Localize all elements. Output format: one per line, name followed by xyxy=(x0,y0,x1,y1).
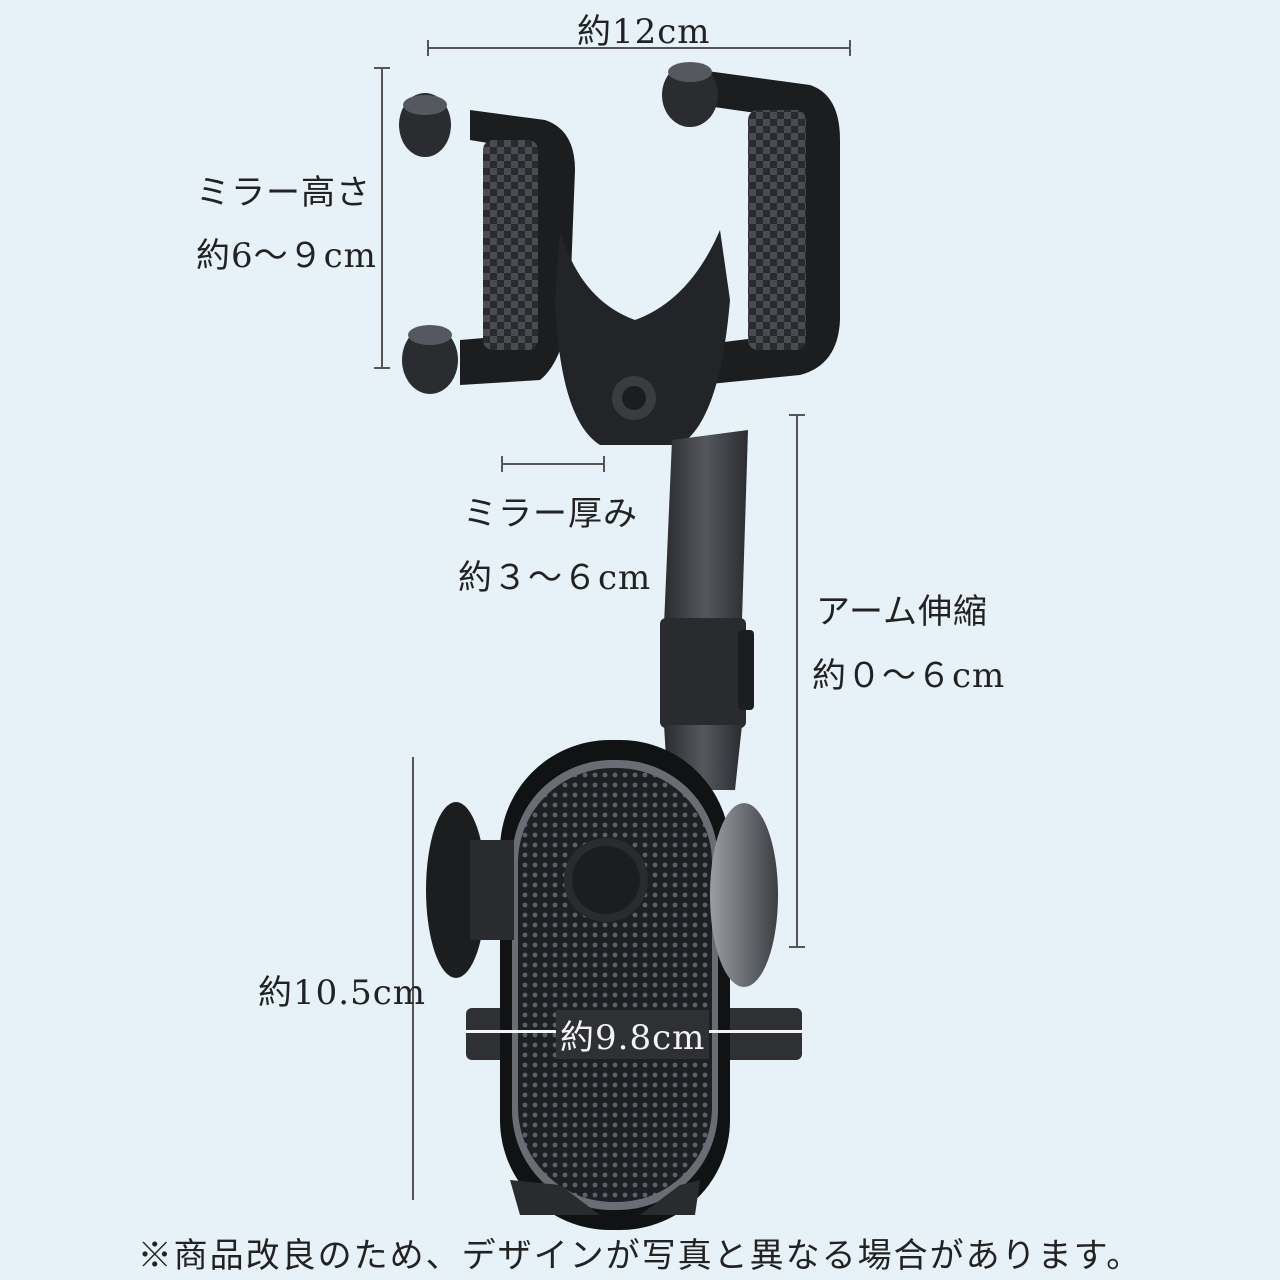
mirror-height-dimension-line xyxy=(381,68,383,368)
arm-tick-top xyxy=(789,414,805,416)
mirror-clamp-left xyxy=(399,93,575,394)
width-dimension-line xyxy=(428,47,850,49)
arm-tick-bottom xyxy=(789,946,805,948)
clamp-yoke xyxy=(555,230,730,445)
holder-width-label: 約9.8cm xyxy=(556,1010,710,1059)
mirror-thickness-title: ミラー厚み xyxy=(463,494,638,534)
mirror-thickness-dimension-line xyxy=(502,463,604,465)
holder-height-label: 約10.5cm xyxy=(258,973,426,1013)
width-dimension-tick-left xyxy=(427,40,429,56)
disclaimer-footnote: ※商品改良のため、デザインが写真と異なる場合があります。 xyxy=(137,1236,1143,1276)
mirror-height-title: ミラー高さ xyxy=(196,173,371,213)
telescopic-arm xyxy=(660,430,754,790)
holder-height-dimension-line xyxy=(412,757,414,1200)
mirror-thickness-value: 約３～６cm xyxy=(458,558,652,598)
mirror-thickness-tick-right xyxy=(603,456,605,472)
arm-dimension-line xyxy=(796,415,798,947)
mirror-thickness-tick-left xyxy=(501,456,503,472)
arm-value: 約０～６cm xyxy=(812,656,1006,696)
arm-title: アーム伸縮 xyxy=(816,592,988,632)
mirror-height-tick-top xyxy=(374,67,390,69)
width-label: 約12cm xyxy=(577,12,711,52)
mirror-height-tick-bottom xyxy=(374,367,390,369)
phone-holder xyxy=(426,740,802,1230)
mirror-height-value: 約6～９cm xyxy=(196,236,377,276)
width-dimension-tick-right xyxy=(849,40,851,56)
